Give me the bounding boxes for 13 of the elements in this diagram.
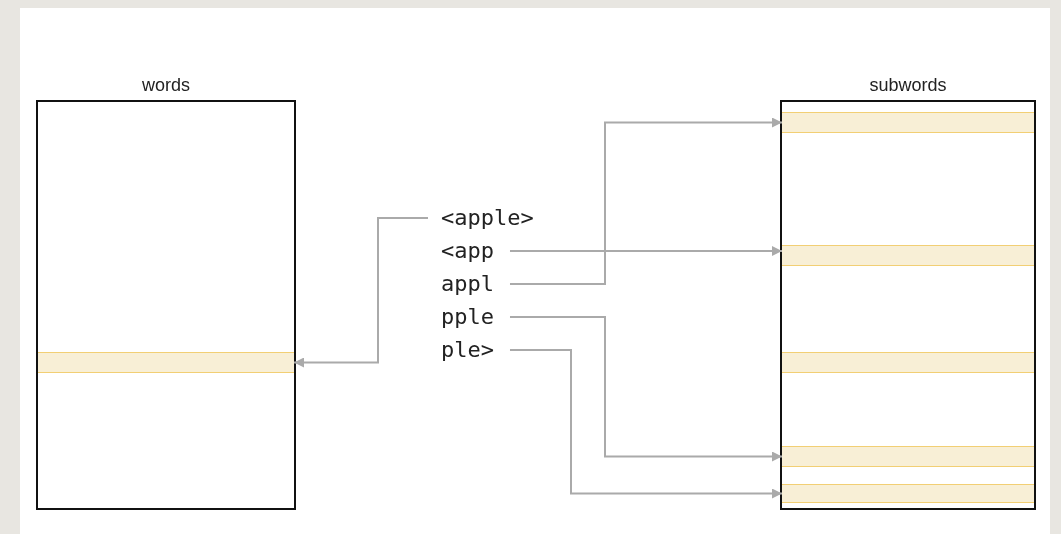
highlighted-row	[38, 352, 294, 373]
highlighted-row	[782, 245, 1034, 266]
highlighted-row	[782, 112, 1034, 133]
token-text: <app	[428, 236, 510, 266]
token-text: pple	[428, 302, 510, 332]
highlighted-row	[782, 446, 1034, 467]
highlighted-row	[782, 484, 1034, 503]
token-text: ple>	[428, 335, 510, 365]
highlighted-row	[782, 352, 1034, 373]
token-text: appl	[428, 269, 510, 299]
column-heading: words	[141, 75, 191, 96]
column-heading: subwords	[868, 75, 948, 96]
token-text: <apple>	[428, 203, 550, 233]
